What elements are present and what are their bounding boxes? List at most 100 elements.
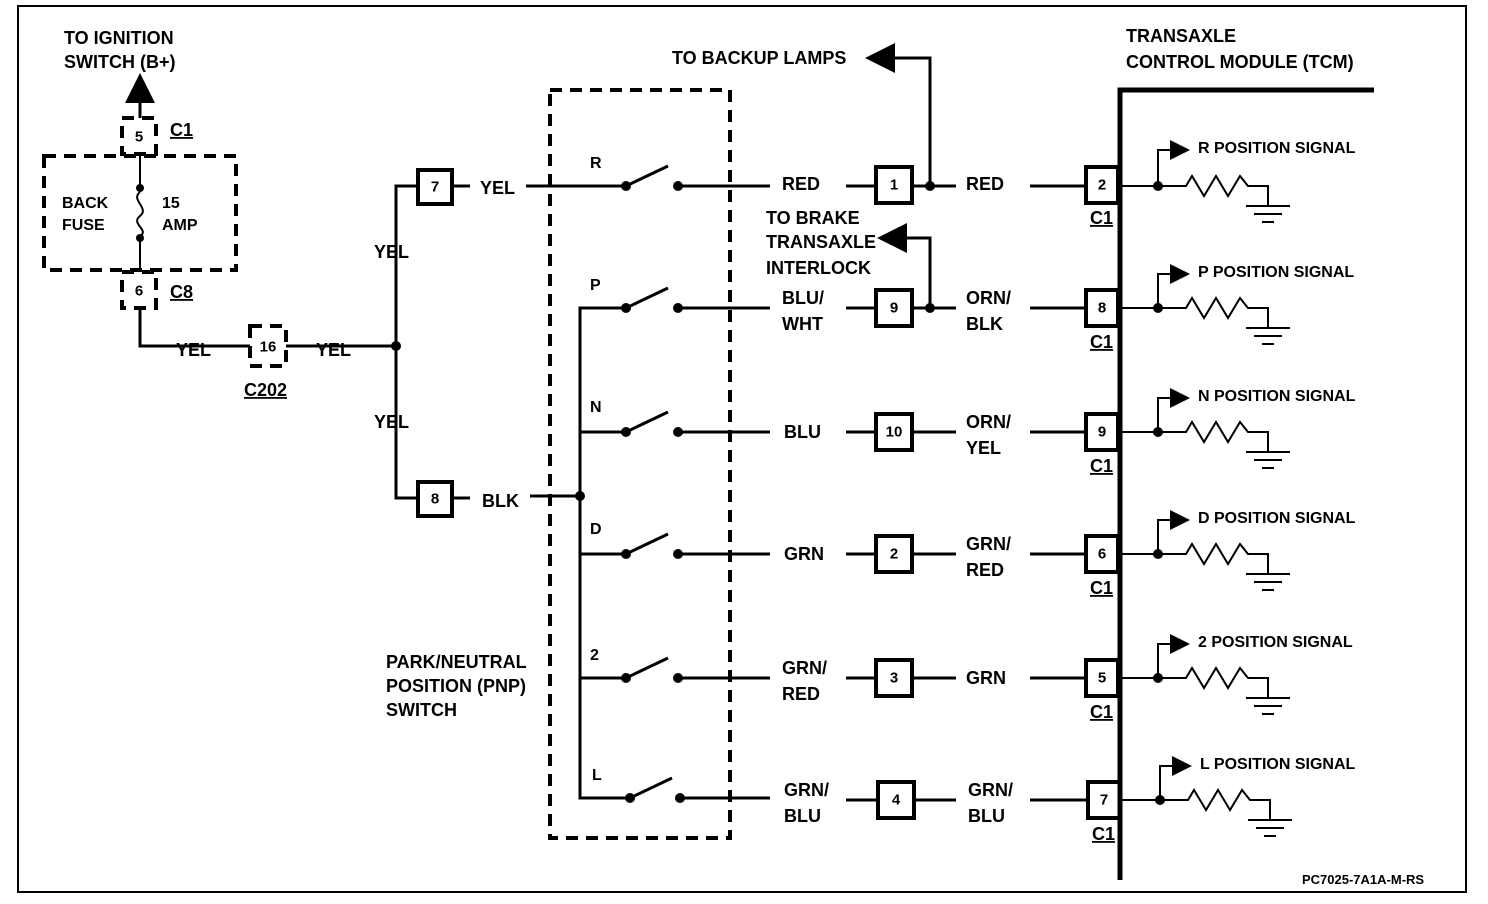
tcm-outline <box>1117 87 1374 880</box>
fuse-name-line-2: FUSE <box>62 217 105 234</box>
splice-box <box>248 324 288 368</box>
pnp-label-line-2: POSITION (PNP) <box>386 676 526 696</box>
switch-blade-icon <box>625 286 669 310</box>
switch-blade-icon <box>625 410 669 434</box>
tcm-signal-r: R POSITION SIGNAL <box>1118 140 1356 223</box>
fuse-output-wire <box>138 308 250 348</box>
tcm-pin: 5 <box>1098 670 1106 687</box>
resistor-icon <box>1158 174 1269 206</box>
tcm-signal-l: L POSITION SIGNAL <box>1120 756 1356 837</box>
resistor-icon <box>1158 666 1269 698</box>
tcm-connector: C1 <box>1090 702 1113 722</box>
position-label: R <box>590 155 602 172</box>
pnp-input-pin-box-7 <box>416 168 454 206</box>
tcm-signal-2: 2 POSITION SIGNAL <box>1118 634 1353 715</box>
pnp-input-wire-8-label: BLK <box>482 491 519 511</box>
tcm-pin: 7 <box>1100 792 1108 809</box>
signal-label: P POSITION SIGNAL <box>1198 264 1354 281</box>
ignition-label-line-2: SWITCH (B+) <box>64 52 176 72</box>
brake-label-line-3: INTERLOCK <box>766 258 871 278</box>
circuit-row-2: 2 GRN/ RED 3 GRN 5 C1 <box>590 647 1120 722</box>
signal-arrow <box>1157 140 1190 186</box>
wire-in-label-1: GRN/ <box>782 658 827 678</box>
position-label: L <box>592 767 602 784</box>
wire-out-label-1: ORN/ <box>966 288 1011 308</box>
signal-arrow <box>1157 634 1190 678</box>
fuse-element-icon <box>136 191 144 237</box>
figure-code: PC7025-7A1A-M-RS <box>1302 872 1424 887</box>
wire-out-label-1: GRN/ <box>966 534 1011 554</box>
fuse-bottom-pin: 6 <box>135 283 143 300</box>
splice-pin: 16 <box>260 339 277 356</box>
tcm-signal-d: D POSITION SIGNAL <box>1118 510 1356 591</box>
signal-label: 2 POSITION SIGNAL <box>1198 634 1353 651</box>
switch-blade-icon <box>629 776 673 800</box>
brake-label-line-2: TRANSAXLE <box>766 232 876 252</box>
splice-connector: C202 <box>244 380 287 400</box>
connector-pin: 4 <box>892 792 901 809</box>
signal-label: N POSITION SIGNAL <box>1198 388 1356 405</box>
connector-pin-box <box>874 534 914 574</box>
tcm-connector: C1 <box>1090 208 1113 228</box>
fuse-rating-line-2: AMP <box>162 217 198 234</box>
feed-wire-down <box>394 346 418 500</box>
pnp-input-pin-8: 8 <box>431 491 439 508</box>
circuit-row-p: P BLU/ WHT 9 ORN/ BLK 8 C1 <box>590 277 1120 352</box>
wire-in-label-1: GRN <box>784 544 824 564</box>
wire-in-label-1: RED <box>782 174 820 194</box>
signal-arrow <box>1157 510 1190 554</box>
ignition-label-line-1: TO IGNITION <box>64 28 174 48</box>
wire-out-label-2: BLU <box>968 806 1005 826</box>
position-label: D <box>590 521 602 538</box>
wire-in-label-2: RED <box>782 684 820 704</box>
fuse-rating-line-1: 15 <box>162 195 180 212</box>
tcm-signal-p: P POSITION SIGNAL <box>1118 264 1354 345</box>
tcm-pin: 8 <box>1098 300 1106 317</box>
resistor-icon <box>1158 296 1269 328</box>
pnp-input-wire-7-label: YEL <box>480 178 515 198</box>
connector-pin: 10 <box>886 424 903 441</box>
tcm-pin: 6 <box>1098 546 1106 563</box>
connector-pin: 3 <box>890 670 898 687</box>
switch-blade-icon <box>625 532 669 556</box>
tcm-pin: 2 <box>1098 177 1106 194</box>
brake-label-line-1: TO BRAKE <box>766 208 860 228</box>
pnp-label-line-1: PARK/NEUTRAL <box>386 652 527 672</box>
feed-wire-right-label: YEL <box>316 340 351 360</box>
connector-pin: 9 <box>890 300 898 317</box>
backup-lamps-arrow <box>865 43 932 186</box>
wire-out-label-1: GRN <box>966 668 1006 688</box>
tcm-connector: C1 <box>1090 456 1113 476</box>
feed-wire-left-label: YEL <box>176 340 211 360</box>
wire-out-label-2: YEL <box>966 438 1001 458</box>
pnp-input-pin-7: 7 <box>431 179 439 196</box>
tcm-connector: C1 <box>1090 578 1113 598</box>
fuse-top-pin: 5 <box>135 129 143 146</box>
signal-arrow <box>1157 388 1190 432</box>
tcm-signal-n: N POSITION SIGNAL <box>1118 388 1356 469</box>
position-label: P <box>590 277 601 294</box>
connector-pin: 2 <box>890 546 898 563</box>
position-label: N <box>590 399 602 416</box>
wire-in-label-2: BLU <box>784 806 821 826</box>
feed-wire-up <box>394 184 418 346</box>
signal-label: R POSITION SIGNAL <box>1198 140 1356 157</box>
wire-out-label-1: GRN/ <box>968 780 1013 800</box>
resistor-icon <box>1158 542 1269 574</box>
fuse-bottom-connector: C8 <box>170 282 193 302</box>
wire-in-label-1: GRN/ <box>784 780 829 800</box>
switch-blade-icon <box>625 656 669 680</box>
circuit-row-d: D GRN 2 GRN/ RED 6 C1 <box>590 521 1120 598</box>
tcm-connector: C1 <box>1092 824 1115 844</box>
connector-pin: 1 <box>890 177 898 194</box>
signal-label: L POSITION SIGNAL <box>1200 756 1356 773</box>
wire-in-label-2: WHT <box>782 314 823 334</box>
resistor-icon <box>1158 420 1269 452</box>
tcm-label-line-2: CONTROL MODULE (TCM) <box>1126 52 1354 72</box>
pnp-switch-box <box>548 88 732 840</box>
switch-blade-icon <box>625 164 669 188</box>
fuse-name-line-1: BACK <box>62 195 109 212</box>
tcm-pin-box <box>1086 780 1122 820</box>
circuit-row-n: N BLU 10 ORN/ YEL 9 C1 <box>590 399 1120 476</box>
